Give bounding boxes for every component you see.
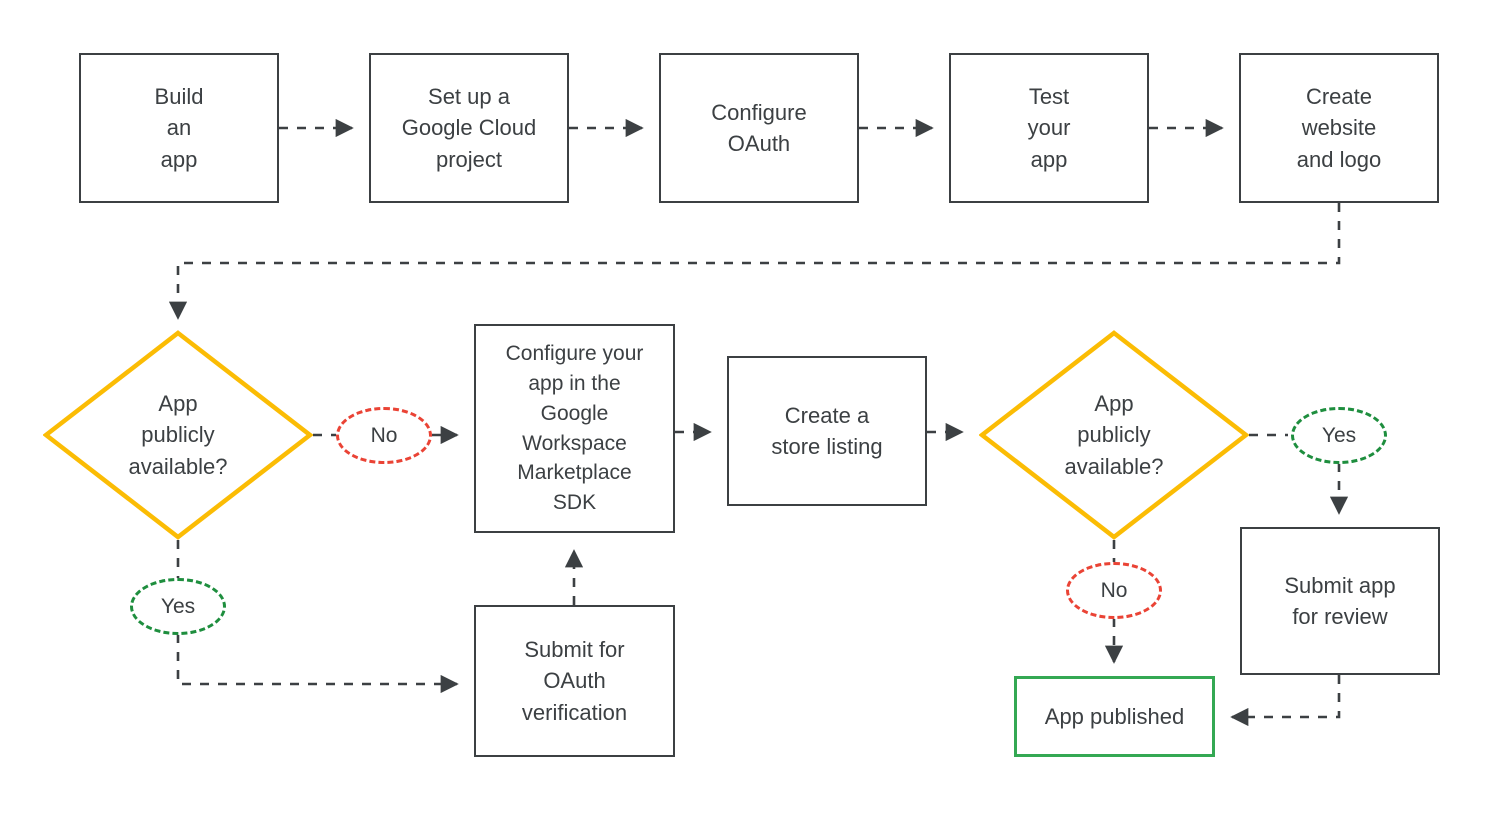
node-label: Submit app for review (1284, 572, 1396, 629)
node-label: Build an app (154, 84, 204, 172)
node-decision-app-publicly-available-left[interactable]: App publicly available? (43, 330, 313, 540)
node-label: App publicly available? (128, 391, 228, 479)
edge-label-text: Yes (1321, 423, 1357, 447)
node-label: Set up a Google Cloud project (401, 84, 537, 172)
node-configure-oauth[interactable]: Configure OAuth (659, 53, 859, 203)
edge-label-text: No (1100, 578, 1128, 602)
node-label: App published (1044, 703, 1185, 729)
node-label: Create a store listing (771, 402, 883, 459)
node-submit-app-for-review[interactable]: Submit app for review (1240, 527, 1440, 675)
edge-label-text: Yes (160, 594, 196, 618)
edge-yes-bubble-to-oauth-verification (176, 634, 459, 694)
edge-label-left-yes: Yes (130, 578, 226, 635)
node-label: Create website and logo (1296, 84, 1382, 172)
node-gcp-project[interactable]: Set up a Google Cloud project (369, 53, 569, 203)
node-create-store-listing[interactable]: Create a store listing (727, 356, 927, 506)
diamond-shape (979, 330, 1249, 540)
node-submit-for-oauth-verification[interactable]: Submit for OAuth verification (474, 605, 675, 757)
node-create-website-and-logo[interactable]: Create website and logo (1239, 53, 1439, 203)
node-label: Test your app (1027, 84, 1071, 172)
node-label: Configure OAuth (711, 99, 807, 156)
node-label: Configure your app in the Google Workspa… (505, 342, 644, 515)
edge-label-right-yes: Yes (1291, 407, 1387, 464)
edge-label-right-no: No (1066, 562, 1162, 619)
node-decision-app-publicly-available-right[interactable]: App publicly available? (979, 330, 1249, 540)
edge-label-text: No (370, 423, 398, 447)
node-label: Submit for OAuth verification (521, 637, 628, 725)
node-app-published[interactable]: App published (1014, 676, 1215, 757)
node-test-your-app[interactable]: Test your app (949, 53, 1149, 203)
edge-label-left-no: No (336, 407, 432, 464)
node-label: App publicly available? (1064, 391, 1164, 479)
node-marketplace-sdk[interactable]: Configure your app in the Google Workspa… (474, 324, 675, 533)
node-build-an-app[interactable]: Build an app (79, 53, 279, 203)
diamond-shape (43, 330, 313, 540)
edge-submit-review-to-app-published (1230, 675, 1341, 727)
edge-website-to-decision-left (168, 203, 1341, 320)
